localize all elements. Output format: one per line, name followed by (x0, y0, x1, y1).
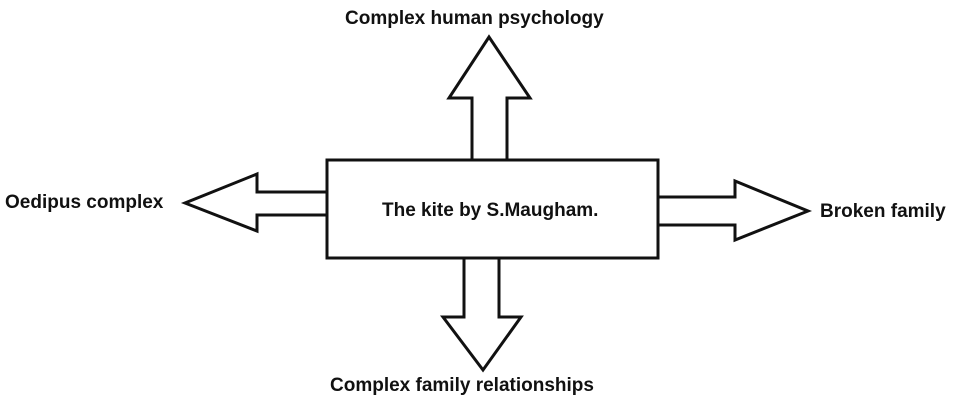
label-complex-human-psychology: Complex human psychology (345, 8, 604, 29)
arrow-up (446, 34, 533, 162)
label-broken-family: Broken family (820, 201, 946, 222)
arrow-down (439, 256, 524, 373)
label-complex-family-relationships: Complex family relationships (330, 375, 594, 396)
arrow-left (180, 171, 329, 234)
arrow-right (656, 178, 813, 243)
center-title: The kite by S.Maugham. (382, 200, 599, 221)
center-box (325, 158, 660, 260)
label-oedipus-complex: Oedipus complex (5, 192, 164, 213)
